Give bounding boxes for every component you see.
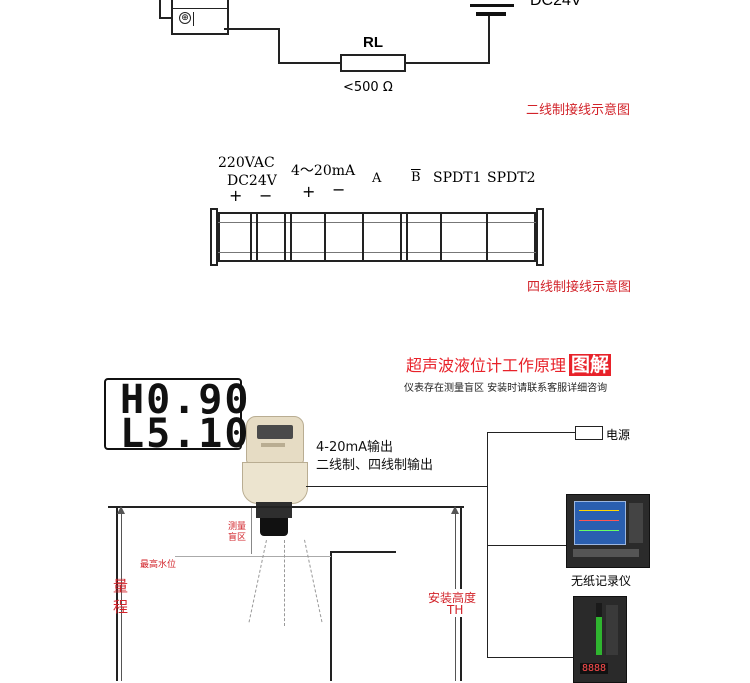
plus-mark: + (302, 182, 316, 201)
power-source-label: 电源 (606, 428, 631, 442)
plus-mark: + (229, 186, 243, 205)
resistor-rl (340, 54, 406, 72)
range-label: 量程 (111, 578, 129, 620)
display-line-1: H0.90 (120, 377, 251, 423)
lcd-display: H0.90 L5.10 (104, 377, 251, 457)
install-height-label: 安装高度 (428, 589, 477, 606)
two-wire-caption: 二线制接线示意图 (526, 103, 631, 118)
resistor-value: <500 Ω (343, 80, 393, 95)
display-line-2: L5.10 (120, 411, 251, 457)
label-spdt1: SPDT1 (433, 170, 482, 186)
power-box (575, 426, 603, 440)
output-line-1: 4-20mA输出 (316, 440, 394, 455)
principle-title: 超声波液位计工作原理图解 (406, 352, 612, 376)
four-wire-caption: 四线制接线示意图 (527, 280, 632, 295)
terminal-block: ⊕ (171, 0, 229, 35)
recorder-label: 无纸记录仪 (571, 574, 632, 588)
resistor-label: RL (363, 34, 383, 51)
panel-readout: 8888 (580, 663, 609, 674)
label-spdt2: SPDT2 (487, 170, 536, 186)
label-b: B (411, 170, 421, 185)
output-line-2: 二线制、四线制输出 (316, 458, 434, 473)
ultrasonic-beam (240, 539, 330, 630)
install-height-abbr: TH (447, 603, 464, 617)
minus-mark: − (332, 180, 346, 199)
arrow-up-icon (117, 506, 125, 514)
blind-zone-label: 测量盲区 (228, 522, 247, 543)
label-a: A (372, 171, 382, 186)
principle-title-text: 超声波液位计工作原理 (406, 356, 567, 375)
terminal-screw-icon: ⊕ (179, 12, 191, 24)
principle-subtitle: 仪表存在测量盲区 安装时请联系客服详细咨询 (404, 383, 608, 394)
paperless-recorder (566, 494, 650, 568)
max-level-label: 最高水位 (140, 557, 177, 570)
label-power-top: 220VAC (218, 155, 275, 171)
terminal-strip (210, 208, 544, 266)
battery-icon (462, 0, 522, 20)
bargraph-meter: 8888 (573, 596, 627, 683)
label-current: 4～20mA (291, 163, 356, 179)
power-label: DC24V (530, 0, 582, 9)
principle-title-emphasis: 图解 (569, 354, 612, 376)
recorder-screen (574, 501, 626, 545)
label-power-bottom: DC24V (227, 173, 277, 189)
arrow-up-icon (451, 506, 459, 514)
minus-mark: − (259, 186, 273, 205)
